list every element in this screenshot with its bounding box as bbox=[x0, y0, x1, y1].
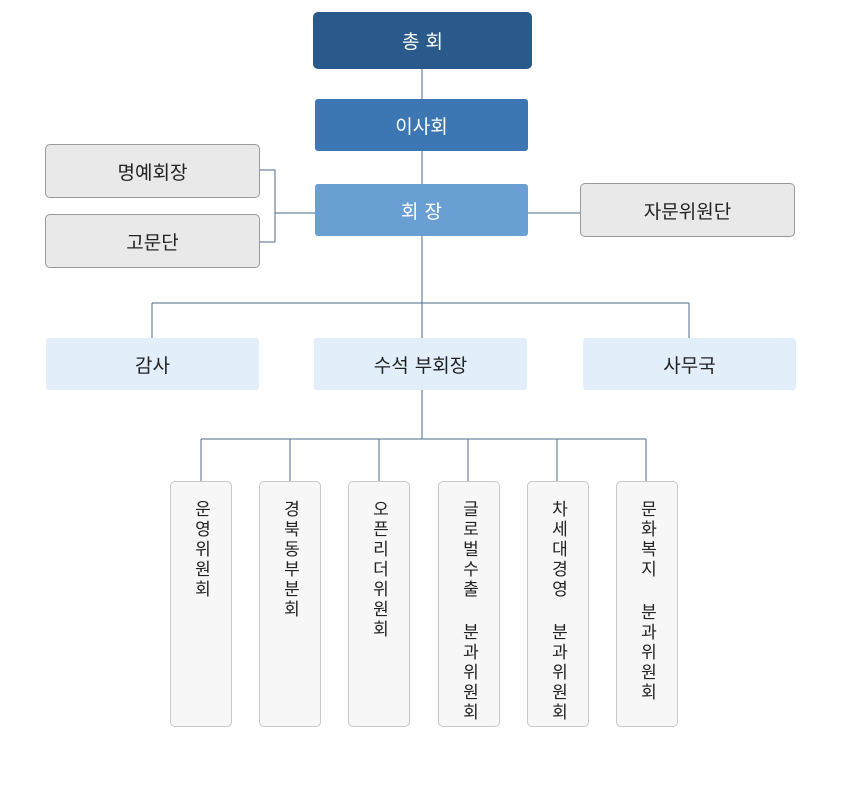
committee-label: 문화복지 분과위원회 bbox=[636, 500, 657, 703]
committee-box-open-leader: 오픈리더위원회 bbox=[348, 481, 410, 727]
secretariat-box: 사무국 bbox=[583, 338, 796, 390]
committee-label: 운영위원회 bbox=[190, 500, 211, 600]
auditor-label: 감사 bbox=[135, 354, 170, 377]
board-box: 이사회 bbox=[315, 99, 528, 151]
advisors-box: 고문단 bbox=[45, 214, 260, 268]
advisors-label: 고문단 bbox=[126, 231, 179, 254]
chairman-label: 회 장 bbox=[401, 200, 442, 223]
committee-box-operations: 운영위원회 bbox=[170, 481, 232, 727]
committee-label: 오픈리더위원회 bbox=[368, 500, 389, 640]
committee-box-culture-welfare: 문화복지 분과위원회 bbox=[616, 481, 678, 727]
senior-vice-chairman-box: 수석 부회장 bbox=[314, 338, 527, 390]
auditor-box: 감사 bbox=[46, 338, 259, 390]
committee-label: 차세대경영 분과위원회 bbox=[547, 500, 568, 723]
general-assembly-label: 총 회 bbox=[402, 31, 443, 53]
general-assembly-box: 총 회 bbox=[313, 12, 532, 69]
committee-box-gyeongbuk-east: 경북동부분회 bbox=[259, 481, 321, 727]
committee-label: 경북동부분회 bbox=[279, 500, 300, 620]
honorary-chairman-box: 명예회장 bbox=[45, 144, 260, 198]
committee-label: 글로벌수출 분과위원회 bbox=[458, 500, 479, 723]
advisory-committee-label: 자문위원단 bbox=[643, 200, 732, 223]
chairman-box: 회 장 bbox=[315, 184, 528, 236]
secretariat-label: 사무국 bbox=[663, 354, 716, 377]
advisory-committee-box: 자문위원단 bbox=[580, 183, 795, 237]
committee-box-next-generation: 차세대경영 분과위원회 bbox=[527, 481, 589, 727]
board-label: 이사회 bbox=[395, 115, 448, 138]
committee-box-global-export: 글로벌수출 분과위원회 bbox=[438, 481, 500, 727]
senior-vice-chairman-label: 수석 부회장 bbox=[373, 354, 468, 377]
honorary-chairman-label: 명예회장 bbox=[117, 161, 188, 184]
